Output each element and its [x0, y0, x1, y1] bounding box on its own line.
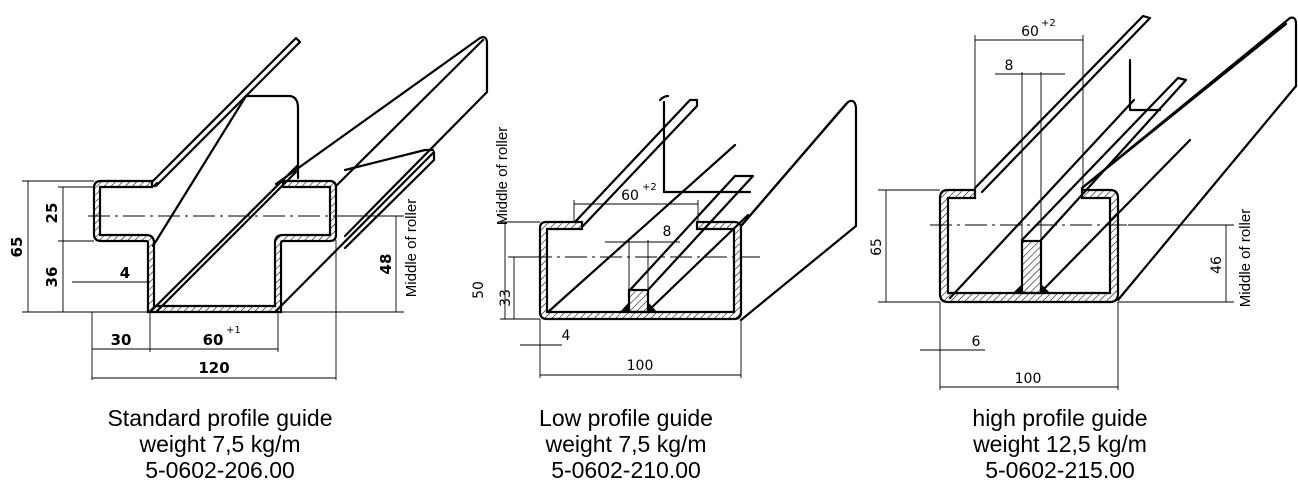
dim-roller-height: 46	[1209, 256, 1225, 274]
dim-flange: 30	[111, 331, 132, 349]
caption-part-number: 5-0602-210.00	[551, 457, 701, 483]
dim-h-total: 65	[8, 237, 26, 258]
roller-label: Middle of roller	[1237, 209, 1254, 307]
caption-name: Low profile guide	[539, 405, 713, 431]
low-cross-section	[538, 220, 743, 321]
caption-name: high profile guide	[972, 405, 1148, 431]
dim-width: 100	[627, 358, 654, 374]
dim-width: 120	[198, 359, 229, 377]
high-bar-section	[1020, 239, 1043, 295]
dim-bar: 8	[663, 224, 672, 240]
dim-slot-tolerance: +2	[1041, 18, 1056, 29]
caption-weight: weight 7,5 kg/m	[545, 431, 707, 457]
low-profile-drawing	[500, 94, 858, 378]
dim-h-total: 65	[869, 238, 885, 256]
dim-wall: 4	[562, 328, 571, 344]
dim-h-total: 50	[471, 281, 487, 299]
caption-part-number: 5-0602-215.00	[985, 457, 1135, 483]
top-left-lip	[150, 36, 302, 188]
dim-h-bottom: 36	[43, 267, 61, 288]
dim-width: 100	[1015, 371, 1042, 387]
dim-slot: 60	[1021, 24, 1039, 40]
left-lip	[973, 14, 1152, 194]
standard-caption: Standard profile guide weight 7,5 kg/m 5…	[60, 405, 380, 483]
standard-profile-drawing	[22, 36, 489, 380]
high-cross-section	[938, 188, 1120, 304]
caption-part-number: 5-0602-206.00	[145, 457, 295, 483]
dim-h-top: 25	[43, 203, 61, 224]
dim-roller-height: 33	[498, 289, 514, 307]
high-caption: high profile guide weight 12,5 kg/m 5-06…	[900, 405, 1220, 483]
left-lip	[573, 98, 699, 228]
dim-slot-tolerance: +1	[226, 325, 241, 336]
low-caption: Low profile guide weight 7,5 kg/m 5-0602…	[466, 405, 786, 483]
dim-slot-tolerance: +2	[642, 182, 657, 193]
caption-weight: weight 12,5 kg/m	[973, 431, 1147, 457]
dim-roller-height: 48	[377, 254, 395, 275]
low-bar-section	[627, 288, 650, 314]
top-right-flange	[274, 36, 489, 238]
dim-wall: 4	[120, 264, 130, 282]
roller-label: Middle of roller	[403, 199, 420, 297]
standard-cross-section	[92, 179, 338, 314]
roller-label: Middle of roller	[494, 127, 511, 225]
guide-bar	[1020, 76, 1188, 242]
caption-name: Standard profile guide	[107, 405, 333, 431]
guide-bar	[628, 174, 755, 292]
dim-slot: 60	[621, 188, 639, 204]
right-wall	[1080, 16, 1298, 302]
right-wall	[739, 99, 858, 322]
caption-weight: weight 7,5 kg/m	[139, 431, 301, 457]
dim-slot: 60	[203, 331, 224, 349]
dim-wall: 6	[972, 334, 981, 350]
dim-bar: 8	[1005, 58, 1014, 74]
inner-web	[151, 94, 300, 248]
back-right-edge	[273, 150, 436, 314]
high-profile-drawing	[878, 14, 1298, 390]
